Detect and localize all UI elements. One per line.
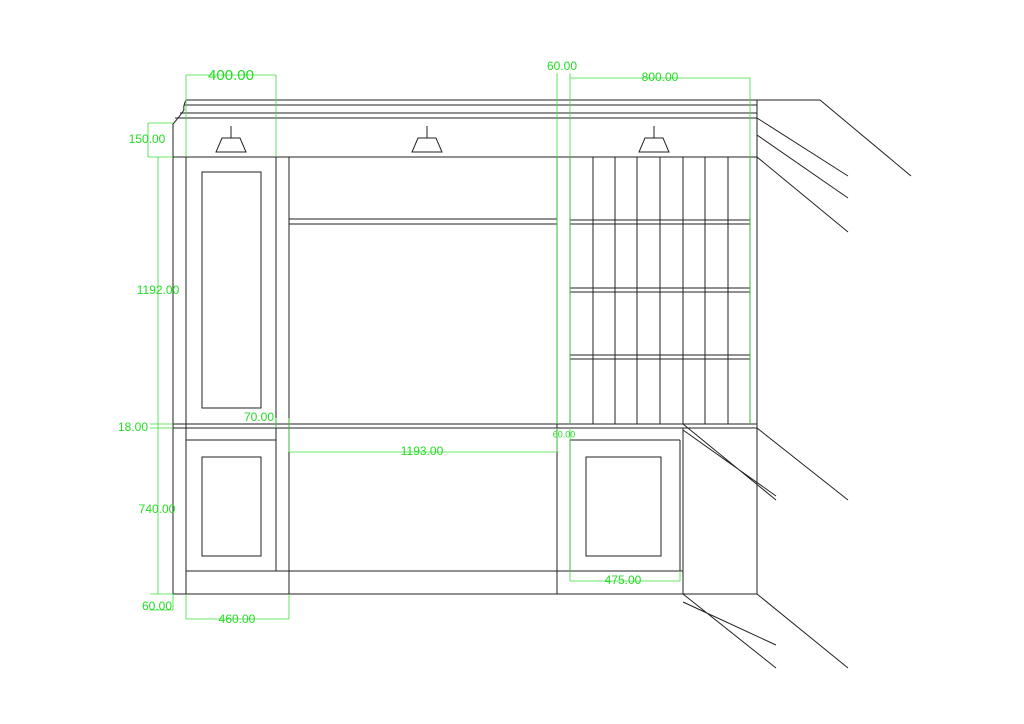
lower-right-door-panel [585, 456, 662, 557]
perspective-lines [682, 99, 912, 669]
dimension-label: 150.00 [129, 132, 166, 146]
dimension-label: 475.00 [605, 573, 642, 587]
dimension-label: 800.00 [642, 70, 679, 84]
dimension-label: 18.00 [118, 420, 148, 434]
dimension-label: 60.00 [547, 59, 577, 73]
bookcase-slats [592, 157, 729, 424]
pendant-lamp-icon [638, 126, 670, 153]
dimension-label: 740.00 [139, 502, 176, 516]
dimension-label: 1192.00 [137, 283, 180, 297]
dimension-lines [147, 73, 751, 620]
lower-left-door-panel [201, 456, 262, 557]
dimension-label: 70.00 [244, 410, 274, 424]
shelves [289, 218, 750, 360]
upper-left-door-panel [201, 171, 262, 409]
dimension-label: 460.00 [219, 612, 256, 626]
dimension-label: 60.00 [553, 429, 576, 439]
pendant-lamp-icon [411, 126, 443, 153]
dimension-label: 400.00 [208, 67, 254, 84]
dimension-label: 1193.00 [401, 444, 444, 458]
pendant-lamp-icon [215, 126, 247, 153]
dimension-label: 60.00 [142, 599, 172, 613]
